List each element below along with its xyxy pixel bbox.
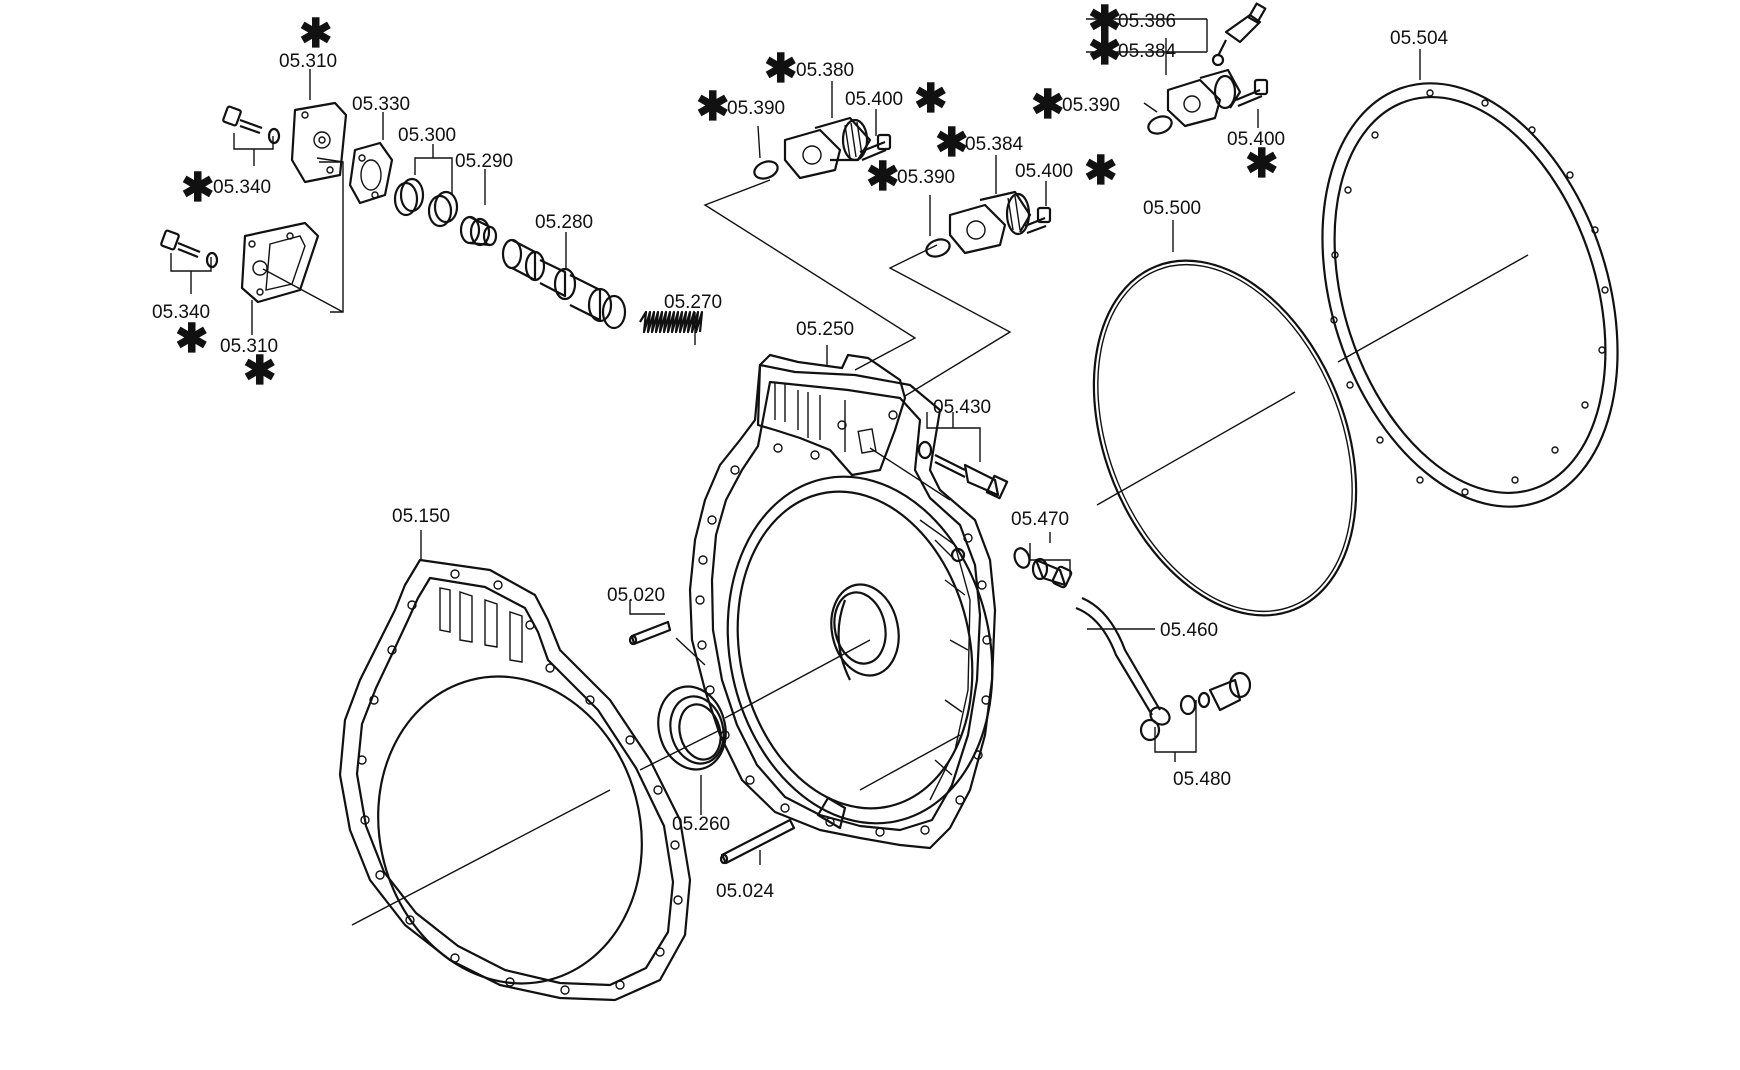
label-05-504: 05.504 <box>1390 28 1449 49</box>
label-05-460: 05.460 <box>1160 620 1218 641</box>
label-05-430: 05.430 <box>933 397 991 418</box>
label-05-300: 05.300 <box>398 125 456 146</box>
asterisk-05-340-bottom: ✱ <box>175 317 209 361</box>
seal-05-260 <box>657 685 727 771</box>
pipe-assembly <box>1013 547 1252 742</box>
label-05-400-b: 05.400 <box>1015 161 1073 182</box>
label-05-260: 05.260 <box>672 814 730 835</box>
gasket-05-150-holes <box>357 569 683 995</box>
asterisk-05-400-b: ✱ <box>1084 149 1118 193</box>
o-ring-05-500 <box>1092 259 1358 617</box>
label-05-384-top: 05.384 <box>1118 41 1177 62</box>
gasket-05-504-holes <box>1330 89 1609 496</box>
sensor-assembly-05-380 <box>753 116 892 180</box>
label-05-480: 05.480 <box>1173 769 1231 790</box>
spring-05-270 <box>639 310 704 334</box>
sensor-assembly-05-384-mid <box>925 190 1052 258</box>
housing-05-250 <box>688 353 997 850</box>
asterisk-05-384-top: ✱ <box>1088 29 1122 73</box>
asterisk-markers: ✱ ✱ ✱ ✱ ✱ ✱ ✱ ✱ ✱ ✱ ✱ ✱ ✱ ✱ <box>175 0 1279 393</box>
asterisk-05-400-a: ✱ <box>914 77 948 121</box>
valve-spool-05-280 <box>501 238 627 330</box>
label-05-390-b: 05.390 <box>897 167 955 188</box>
label-05-380: 05.380 <box>796 60 854 81</box>
label-05-386: 05.386 <box>1118 11 1176 32</box>
screw-05-340-top <box>222 105 281 145</box>
gasket-05-150 <box>338 558 692 1002</box>
label-05-310-top: 05.310 <box>279 51 337 72</box>
label-05-390-c: 05.390 <box>1062 95 1120 116</box>
label-05-270: 05.270 <box>664 292 722 313</box>
leader-lines <box>170 18 1529 926</box>
label-05-470: 05.470 <box>1011 509 1069 530</box>
asterisk-05-390-a: ✱ <box>696 85 730 129</box>
label-05-340-bottom: 05.340 <box>152 302 210 323</box>
label-05-400-a: 05.400 <box>845 89 903 110</box>
gasket-05-330 <box>348 141 394 205</box>
dowel-pin-05-024 <box>719 818 796 865</box>
rings-05-300 <box>393 177 459 228</box>
label-05-340-top: 05.340 <box>213 177 271 198</box>
cover-plate-05-310-top <box>290 101 348 184</box>
asterisk-05-386: ✱ <box>1088 0 1122 43</box>
label-05-024: 05.024 <box>716 881 775 902</box>
label-05-384-mid: 05.384 <box>965 134 1024 155</box>
asterisk-05-380: ✱ <box>764 47 798 91</box>
asterisk-05-340-top: ✱ <box>181 166 215 210</box>
part-labels: 05.310 05.330 05.300 05.290 05.280 05.34… <box>152 11 1449 902</box>
cover-plate-05-310-bottom <box>240 221 320 304</box>
label-05-400-c: 05.400 <box>1227 129 1285 150</box>
label-05-150: 05.150 <box>392 506 450 527</box>
label-05-250: 05.250 <box>796 319 854 340</box>
asterisk-05-310-bottom: ✱ <box>243 349 277 393</box>
label-05-290: 05.290 <box>455 151 513 172</box>
valve-assembly-left <box>160 101 704 334</box>
fitting-05-430 <box>917 440 1009 500</box>
asterisk-05-310-top: ✱ <box>299 12 333 56</box>
label-05-020: 05.020 <box>607 585 665 606</box>
asterisk-05-390-c: ✱ <box>1031 83 1065 127</box>
gasket-05-504 <box>1321 82 1619 508</box>
plunger-05-290 <box>459 215 498 247</box>
label-05-390-a: 05.390 <box>727 98 785 119</box>
asterisk-05-384-mid: ✱ <box>935 121 969 165</box>
label-05-330: 05.330 <box>352 94 410 115</box>
sensor-assembly-05-384-top <box>1147 2 1269 135</box>
asterisk-05-400-c: ✱ <box>1245 142 1279 186</box>
label-05-500: 05.500 <box>1143 198 1201 219</box>
asterisk-05-390-b: ✱ <box>866 155 900 199</box>
label-05-280: 05.280 <box>535 212 593 233</box>
screw-05-340-bottom <box>160 229 219 269</box>
dowel-pin-05-020 <box>628 620 672 646</box>
label-05-310-bottom: 05.310 <box>220 336 278 357</box>
